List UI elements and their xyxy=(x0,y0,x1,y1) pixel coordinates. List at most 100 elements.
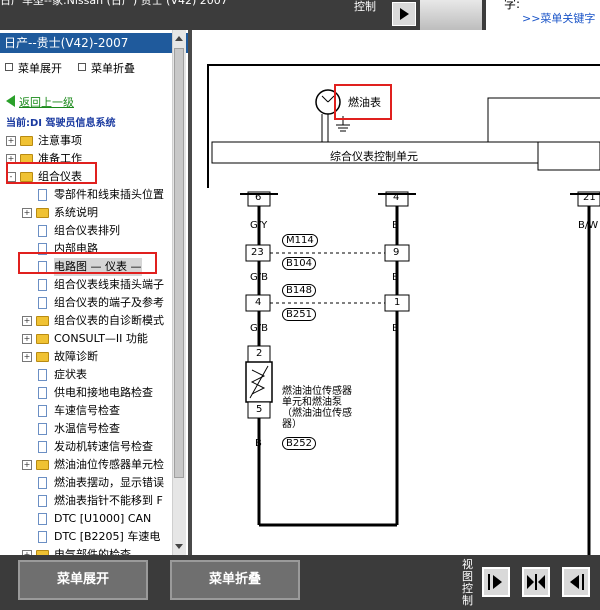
expand-icon[interactable]: + xyxy=(22,334,32,344)
folder-icon xyxy=(36,352,49,362)
expand-menu-link[interactable]: 菜单展开 xyxy=(5,60,62,76)
tree-item-label: 内部电路 xyxy=(54,242,98,255)
view-split-button[interactable] xyxy=(522,567,550,597)
connector-code: B251 xyxy=(282,308,316,321)
tree-item[interactable]: + 系统说明 xyxy=(0,204,172,222)
view-expand-left-button[interactable] xyxy=(562,567,590,597)
expand-collapse-row: 菜单展开 菜单折叠 xyxy=(0,58,188,76)
window-title: 日产车型--家:Nissan (日产) 贵士 (V42) 2007 xyxy=(0,0,228,7)
expand-icon[interactable]: + xyxy=(6,136,16,146)
tree-item[interactable]: 电路图 — 仪表 — xyxy=(0,258,172,276)
scroll-up-icon[interactable] xyxy=(175,36,183,41)
tree-item-label: 组合仪表排列 xyxy=(54,224,120,237)
connector-code: M114 xyxy=(282,234,318,247)
top-title-bar: 日产车型--家:Nissan (日产) 贵士 (V42) 2007 控制 字: … xyxy=(0,0,600,30)
folder-icon xyxy=(36,208,49,218)
wiring-diagram xyxy=(207,64,600,555)
sensor-pin: 5 xyxy=(256,404,263,415)
tree-item-label: 电路图 — 仪表 — xyxy=(54,258,142,276)
tree-item[interactable]: 症状表 xyxy=(0,366,172,384)
tree-item-label: 系统说明 xyxy=(54,206,98,219)
expand-icon[interactable]: + xyxy=(22,352,32,362)
tree-item[interactable]: 组合仪表排列 xyxy=(0,222,172,240)
view-control-label: 视图控制 xyxy=(462,558,473,607)
document-icon xyxy=(38,423,47,435)
collapse-menu-button[interactable]: 菜单折叠 xyxy=(170,560,300,600)
folder-icon xyxy=(20,172,33,182)
expand-icon[interactable]: + xyxy=(22,208,32,218)
tree-item[interactable]: 发动机转速信号检查 xyxy=(0,438,172,456)
wire-color: B xyxy=(255,438,262,449)
arrow-left-icon xyxy=(570,574,584,590)
folder-icon xyxy=(20,136,33,146)
collapse-menu-link[interactable]: 菜单折叠 xyxy=(78,60,135,76)
tree-item[interactable]: 组合仪表的端子及参考 xyxy=(0,294,172,312)
sensor-label-line: 器） xyxy=(282,419,302,430)
wire-color: B/W xyxy=(578,220,599,231)
tree-item[interactable]: DTC [U1000] CAN xyxy=(0,510,172,528)
control-label: 控制 xyxy=(354,0,388,30)
tree-item-label: 症状表 xyxy=(54,368,87,381)
pane-divider[interactable] xyxy=(188,30,192,555)
tree-item[interactable]: 供电和接地电路检查 xyxy=(0,384,172,402)
sensor-label-line: （燃油油位传感 xyxy=(282,408,352,419)
next-arrow-button[interactable] xyxy=(392,2,416,26)
tree-item-label: 故障诊断 xyxy=(54,350,98,363)
document-icon xyxy=(38,513,47,525)
collapse-menu-label: 菜单折叠 xyxy=(91,62,135,75)
highlight-box xyxy=(18,252,157,274)
back-arrow-icon xyxy=(6,95,15,107)
tree-item-label: CONSULT—II 功能 xyxy=(54,332,148,345)
tree-item[interactable]: +燃油油位传感器单元检 xyxy=(0,456,172,474)
tree-item[interactable]: 零部件和线束插头位置 xyxy=(0,186,172,204)
sensor-code: B252 xyxy=(282,437,316,450)
tree-scrollbar[interactable] xyxy=(172,30,186,555)
tree-item[interactable]: 组合仪表线束插头端子 xyxy=(0,276,172,294)
control-unit-label: 综合仪表控制单元 xyxy=(330,150,418,163)
folder-icon xyxy=(36,334,49,344)
tree-item-label: 发动机转速信号检查 xyxy=(54,440,153,453)
tree-item[interactable]: -组合仪表 xyxy=(0,168,172,186)
folder-icon xyxy=(36,460,49,470)
tree-item-label: DTC [U1000] CAN xyxy=(54,512,152,525)
document-icon xyxy=(38,405,47,417)
expand-menu-button[interactable]: 菜单展开 xyxy=(18,560,148,600)
pin-label: 4 xyxy=(393,192,400,203)
tree-item[interactable]: + CONSULT—II 功能 xyxy=(0,330,172,348)
keyword-search-box: 字: >>菜单关键字 xyxy=(486,0,600,30)
wire-color: B xyxy=(392,220,399,231)
vehicle-header: 日产--贵士(V42)-2007 xyxy=(0,33,188,53)
document-icon xyxy=(38,225,47,237)
tree-item[interactable]: 水温信号检查 xyxy=(0,420,172,438)
document-icon xyxy=(38,441,47,453)
scroll-down-icon[interactable] xyxy=(175,544,183,549)
document-icon xyxy=(38,495,47,507)
wiring-diagram-pane: 燃油表 综合仪表控制单元 6 4 21 G/Y B B/W 23 9 M114 … xyxy=(192,30,600,555)
wire-color: G/B xyxy=(250,272,268,283)
back-link[interactable]: 返回上一级 xyxy=(6,94,74,110)
expand-menu-label: 菜单展开 xyxy=(18,62,62,75)
expand-icon[interactable]: + xyxy=(22,316,32,326)
view-expand-right-button[interactable] xyxy=(482,567,510,597)
document-icon xyxy=(38,279,47,291)
folder-icon xyxy=(36,316,49,326)
document-icon xyxy=(38,243,47,255)
document-icon xyxy=(38,387,47,399)
tree-item[interactable]: +注意事项 xyxy=(0,132,172,150)
tree-item-label: 零部件和线束插头位置 xyxy=(54,188,164,201)
tree-item[interactable]: 燃油表指针不能移到 F xyxy=(0,492,172,510)
pin-label: 21 xyxy=(583,192,596,203)
tree-item-label: 燃油表指针不能移到 F xyxy=(54,494,163,507)
square-icon xyxy=(5,63,13,71)
scroll-thumb[interactable] xyxy=(174,48,184,478)
tree-item[interactable]: 车速信号检查 xyxy=(0,402,172,420)
tree-item[interactable]: 燃油表摆动，显示错误 xyxy=(0,474,172,492)
tree-item[interactable]: DTC [B2205] 车速电 xyxy=(0,528,172,546)
tree-item[interactable]: 内部电路 xyxy=(0,240,172,258)
sensor-label-line: 燃油油位传感器 xyxy=(282,386,352,397)
tree-item-label: 供电和接地电路检查 xyxy=(54,386,153,399)
expand-icon[interactable]: + xyxy=(22,460,32,470)
tree-item[interactable]: + 故障诊断 xyxy=(0,348,172,366)
tree-item[interactable]: +组合仪表的自诊断模式 xyxy=(0,312,172,330)
menu-keyword-link[interactable]: >>菜单关键字 xyxy=(522,12,596,25)
